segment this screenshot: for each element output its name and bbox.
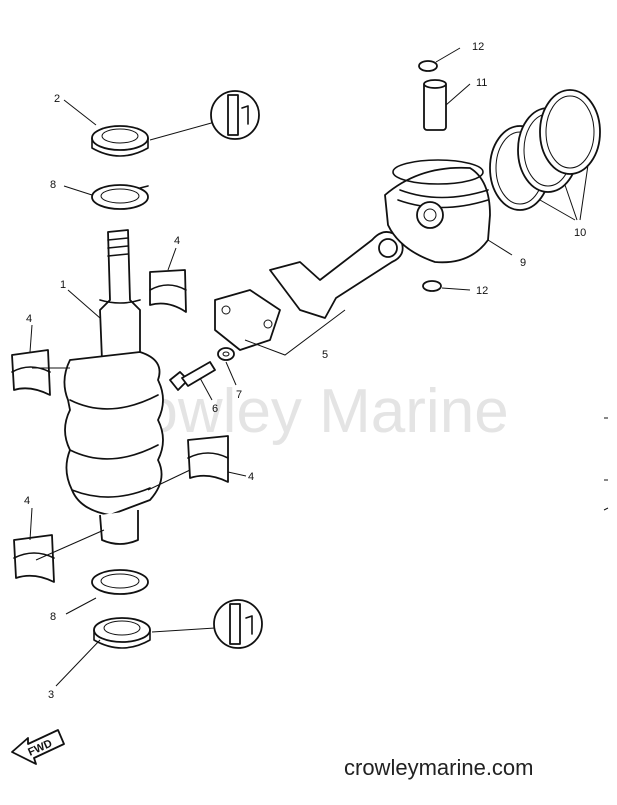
bearing-left	[11, 349, 51, 396]
washer-bottom	[91, 569, 149, 595]
piston-rings	[489, 89, 601, 211]
callout-10: 10	[574, 227, 586, 239]
seal-detail-bottom	[213, 599, 263, 649]
callout-3: 3	[48, 689, 54, 701]
leader-lines	[29, 47, 589, 687]
callout-8-top: 8	[50, 179, 56, 191]
fwd-arrow: FWD	[11, 729, 65, 765]
edge-marks	[603, 417, 609, 511]
callout-5: 5	[322, 349, 328, 361]
bearing-lower-left	[13, 534, 55, 583]
piston-pin	[423, 79, 447, 131]
washer-small	[217, 347, 235, 361]
piston	[384, 159, 491, 264]
clip-bottom	[422, 280, 442, 292]
callout-8-bottom: 8	[50, 611, 56, 623]
callout-1: 1	[60, 279, 66, 291]
callout-4-upper: 4	[174, 235, 180, 247]
callout-11: 11	[476, 77, 487, 89]
callout-12-bottom: 12	[476, 285, 488, 297]
rod-bolt	[169, 361, 216, 391]
callout-4-lower-right: 4	[248, 471, 254, 483]
crankshaft	[63, 229, 164, 545]
bearing-lower-right	[187, 435, 229, 483]
connecting-rod	[214, 231, 404, 351]
callouts: 12 11 2 8 4 1 10 9 12 4 5 7 6 4 4 8 3	[24, 41, 586, 701]
callout-7: 7	[236, 389, 242, 401]
callout-12-top: 12	[472, 41, 484, 53]
footer-url: crowleymarine.com	[344, 755, 534, 780]
bearing-upper-right	[149, 269, 187, 313]
callout-2: 2	[54, 93, 60, 105]
seal-detail-top	[210, 90, 260, 140]
callout-4-left: 4	[26, 313, 32, 325]
oil-seal-top	[91, 125, 149, 157]
callout-6: 6	[212, 403, 218, 415]
oil-seal-bottom	[93, 617, 151, 649]
callout-4-lower-left: 4	[24, 495, 30, 507]
callout-9: 9	[520, 257, 526, 269]
clip-top	[418, 60, 438, 72]
washer-top	[91, 184, 149, 210]
